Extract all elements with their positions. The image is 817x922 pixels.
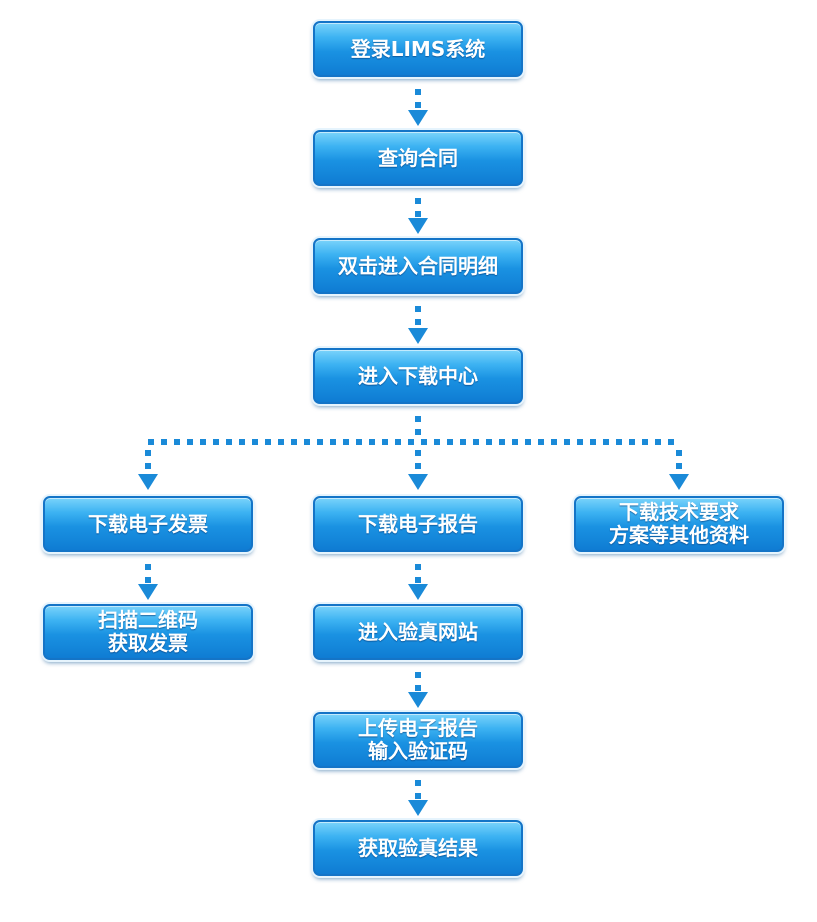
node-download-invoice: 下载电子发票 bbox=[43, 496, 253, 552]
node-label: 输入验证码 bbox=[368, 739, 468, 763]
node-label: 下载电子报告 bbox=[358, 511, 478, 536]
node-login: 登录LIMS系统 bbox=[313, 21, 523, 77]
arrow-scan-qr-icon bbox=[138, 584, 158, 600]
node-download-report: 下载电子报告 bbox=[313, 496, 523, 552]
node-label: 进入下载中心 bbox=[358, 363, 478, 388]
arrow-upload-report-icon bbox=[408, 692, 428, 708]
arrow-download-tech-icon bbox=[669, 474, 689, 490]
node-label: 获取验真结果 bbox=[358, 835, 478, 860]
node-download-tech: 下载技术要求方案等其他资料 bbox=[574, 496, 784, 552]
node-label: 上传电子报告 bbox=[358, 716, 478, 740]
arrow-verify-site-icon bbox=[408, 584, 428, 600]
node-upload-report: 上传电子报告输入验证码 bbox=[313, 712, 523, 768]
node-label: 登录LIMS系统 bbox=[350, 36, 486, 61]
arrow-result-icon bbox=[408, 800, 428, 816]
node-label: 下载技术要求 bbox=[619, 500, 739, 524]
node-verify-site: 进入验真网站 bbox=[313, 604, 523, 660]
node-result: 获取验真结果 bbox=[313, 820, 523, 876]
node-label: 获取发票 bbox=[108, 631, 188, 655]
node-scan-qr: 扫描二维码获取发票 bbox=[43, 604, 253, 660]
arrow-download-center-icon bbox=[408, 328, 428, 344]
node-label: 方案等其他资料 bbox=[609, 523, 749, 547]
node-label: 扫描二维码 bbox=[98, 608, 198, 632]
node-label: 双击进入合同明细 bbox=[338, 253, 498, 278]
arrow-download-invoice-icon bbox=[138, 474, 158, 490]
node-label: 下载电子发票 bbox=[88, 511, 208, 536]
node-label: 进入验真网站 bbox=[358, 619, 478, 644]
arrow-query-icon bbox=[408, 110, 428, 126]
arrow-download-report-icon bbox=[408, 474, 428, 490]
node-label: 查询合同 bbox=[378, 145, 458, 170]
node-detail: 双击进入合同明细 bbox=[313, 238, 523, 294]
node-query: 查询合同 bbox=[313, 130, 523, 186]
arrow-detail-icon bbox=[408, 218, 428, 234]
node-download-center: 进入下载中心 bbox=[313, 348, 523, 404]
